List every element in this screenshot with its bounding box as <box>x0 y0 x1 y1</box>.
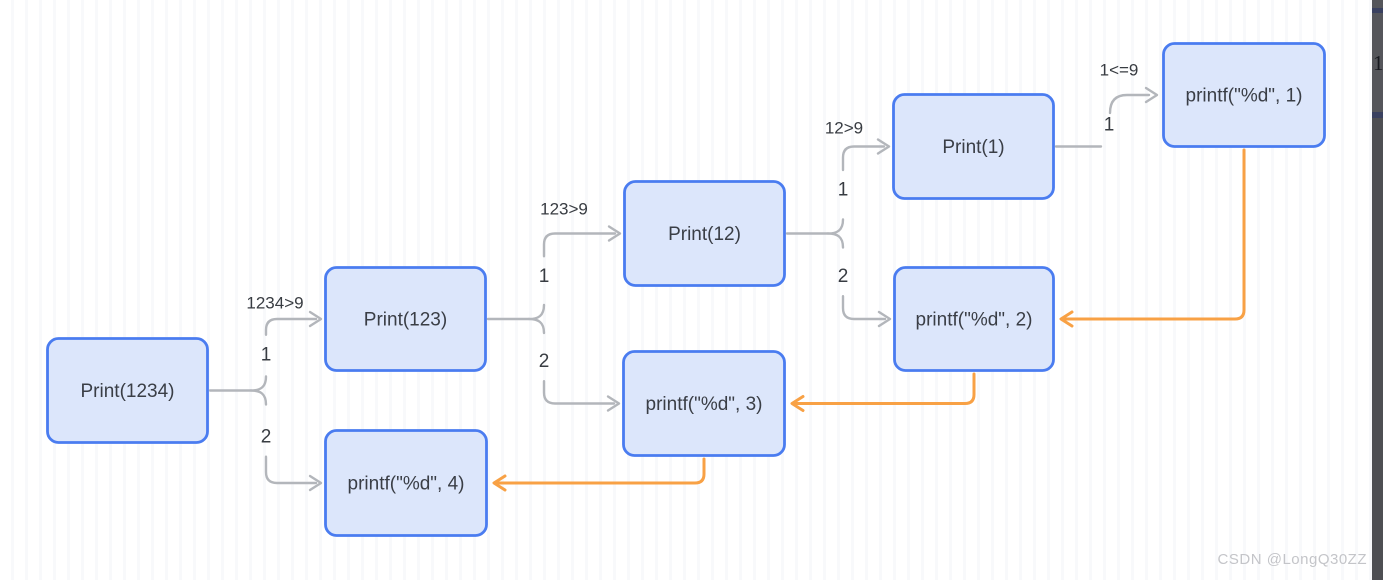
node-label: printf("%d", 1) <box>1186 86 1303 107</box>
edge-brace <box>826 218 845 249</box>
arrowhead-icon <box>790 395 805 412</box>
node-printf-3: printf("%d", 3) <box>622 350 786 457</box>
node-box <box>324 266 487 372</box>
edge-from-print-1: 1 1<=9 <box>1054 61 1159 148</box>
strip-band <box>1372 8 1383 13</box>
node-label: Print(1) <box>942 137 1004 158</box>
branch-2-label: 2 <box>838 266 849 287</box>
arrowhead-icon <box>1059 310 1074 328</box>
side-strip-digit: 1 <box>1373 51 1383 75</box>
edge-branch2-line <box>841 295 887 321</box>
branch-2-label: 2 <box>539 351 550 372</box>
node-box <box>324 429 488 537</box>
node-label: Print(123) <box>364 310 447 331</box>
node-printf-2: printf("%d", 2) <box>893 266 1055 372</box>
strip-lower-section <box>1372 118 1383 580</box>
return-line <box>1061 148 1246 321</box>
return-edge-printf-1-to-printf-2 <box>1059 148 1246 328</box>
node-print-12: Print(12) <box>623 180 786 287</box>
condition-label: 123>9 <box>540 200 588 219</box>
return-line <box>494 457 706 485</box>
arrowhead-icon <box>1144 86 1159 104</box>
arrowhead-icon <box>606 395 621 412</box>
node-print-1234: Print(1234) <box>46 337 209 444</box>
node-printf-1: printf("%d", 1) <box>1162 42 1326 148</box>
return-edge-printf-2-to-printf-3 <box>790 372 976 412</box>
edge-branch1-line <box>542 232 617 258</box>
node-label: printf("%d", 2) <box>916 310 1033 331</box>
edge-branch1-line <box>264 317 318 336</box>
node-printf-4: printf("%d", 4) <box>324 429 488 537</box>
condition-label: 1234>9 <box>246 294 303 313</box>
branch-1-label: 1 <box>539 266 550 287</box>
arrowhead-icon <box>492 474 507 492</box>
edge-brace <box>527 303 546 335</box>
strip-band <box>1372 112 1383 118</box>
node-box <box>46 337 209 444</box>
return-line <box>792 372 976 405</box>
return-edge-printf-3-to-printf-4 <box>492 457 706 492</box>
edge-brace <box>249 375 268 406</box>
arrowhead-icon <box>308 310 323 328</box>
node-box <box>892 93 1055 200</box>
node-box <box>1162 42 1326 148</box>
node-print-123: Print(123) <box>324 266 487 372</box>
edge-branch2-line <box>542 380 616 405</box>
branch-1-label: 1 <box>1104 115 1115 136</box>
watermark: CSDN @LongQ30ZZ <box>1217 551 1367 568</box>
node-print-1: Print(1) <box>892 93 1055 200</box>
edge-branch2-line <box>264 455 318 485</box>
condition-label: 1<=9 <box>1100 61 1139 80</box>
arrowhead-icon <box>876 138 891 155</box>
edge-branch1-line <box>1108 93 1151 115</box>
branch-1-label: 1 <box>261 344 272 365</box>
arrowhead-icon <box>308 474 323 492</box>
split-from-print-12: 1 2 12>9 <box>785 119 892 328</box>
split-from-print-1234: 1 2 1234>9 <box>208 294 323 492</box>
adjacent-window-edge: 1 <box>1372 0 1383 580</box>
node-label: Print(12) <box>668 224 741 245</box>
node-box <box>623 180 786 287</box>
branch-1-label: 1 <box>838 180 849 201</box>
branch-2-label: 2 <box>261 426 272 447</box>
edge-branch1-line <box>841 145 886 172</box>
node-box <box>622 350 786 457</box>
arrowhead-icon <box>877 310 892 328</box>
node-label: printf("%d", 4) <box>348 474 465 495</box>
node-label: printf("%d", 3) <box>646 394 763 415</box>
arrowhead-icon <box>607 225 622 242</box>
split-from-print-123: 1 2 123>9 <box>486 200 622 412</box>
node-label: Print(1234) <box>81 381 175 402</box>
node-box <box>893 266 1055 372</box>
condition-label: 12>9 <box>825 119 863 138</box>
